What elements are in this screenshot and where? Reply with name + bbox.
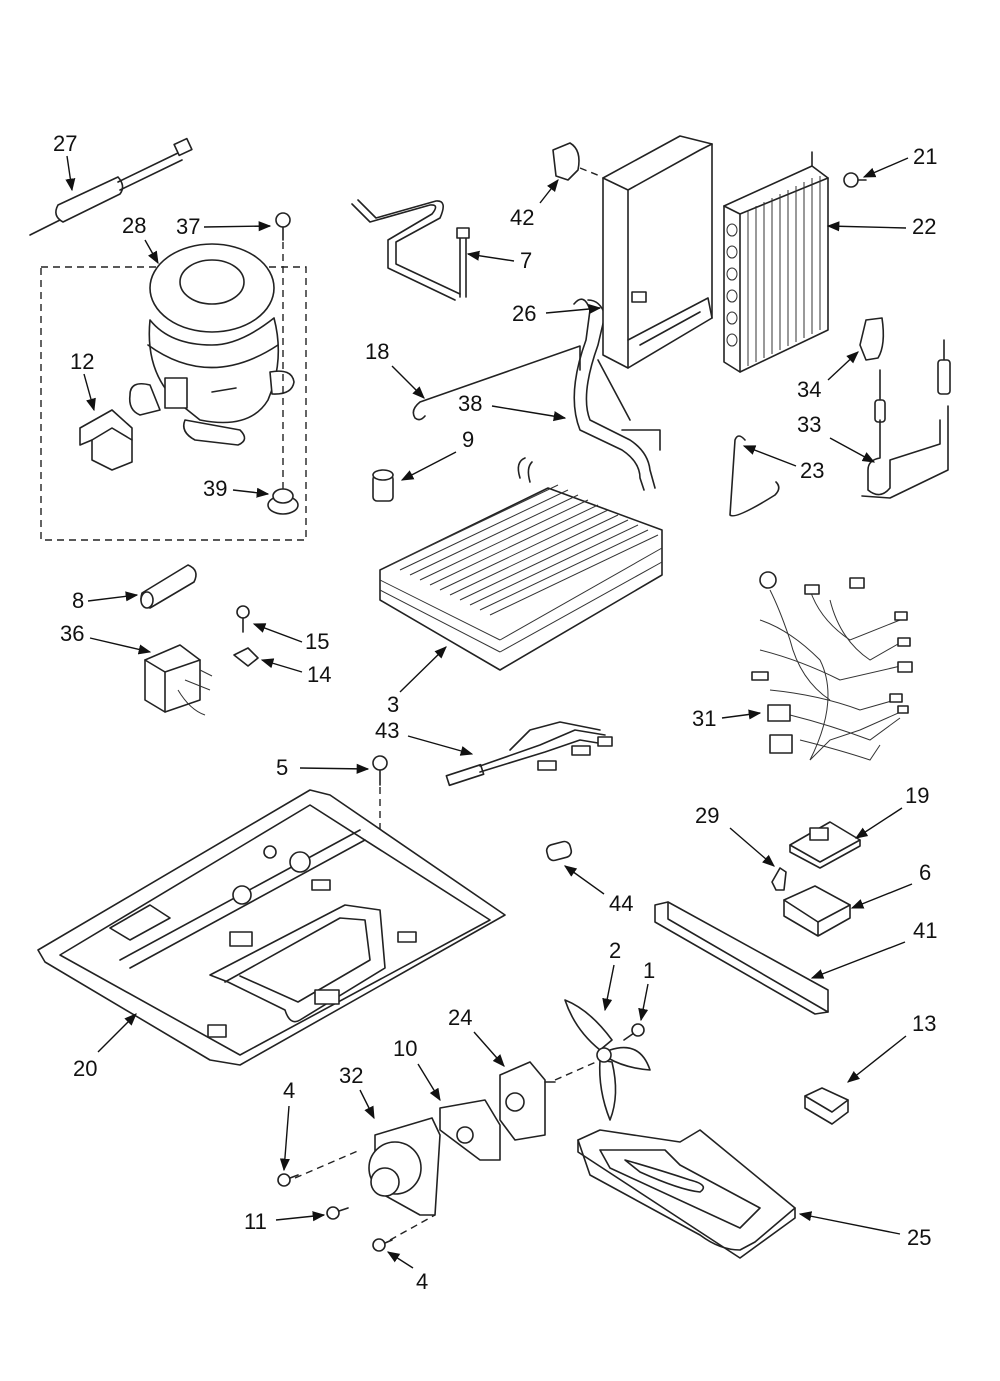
callout-12: 12 <box>70 349 94 374</box>
callout-32: 32 <box>339 1063 363 1088</box>
clip-42 <box>552 142 580 181</box>
box-cover-6 <box>783 885 851 937</box>
callout-9: 9 <box>462 427 474 452</box>
callout-37: 37 <box>176 214 200 239</box>
drain-pan-25 <box>577 1129 796 1259</box>
screw-15 <box>236 605 250 633</box>
callout-1: 1 <box>643 958 655 983</box>
bracket-10 <box>439 1099 501 1161</box>
callout-43: 43 <box>375 718 399 743</box>
callout-5: 5 <box>276 755 288 780</box>
callout-24: 24 <box>448 1005 472 1030</box>
callout-4-upper: 4 <box>283 1078 295 1103</box>
condenser-housing-26 <box>602 135 713 369</box>
callout-7: 7 <box>520 248 532 273</box>
callout-36: 36 <box>60 621 84 646</box>
screw-37 <box>275 212 291 241</box>
screw-5 <box>372 755 388 786</box>
wire-harness-31 <box>751 571 913 761</box>
grommet-part <box>267 488 299 515</box>
callout-3: 3 <box>387 692 399 717</box>
sensor-29 <box>771 867 787 891</box>
wire-hanger-18 <box>412 345 581 421</box>
tube-part <box>140 564 197 609</box>
callout-44: 44 <box>609 891 633 916</box>
base-pan-part <box>37 789 506 1066</box>
wire-harness-43 <box>445 721 613 787</box>
fan-blade-2 <box>564 999 651 1121</box>
pad-13 <box>804 1087 849 1125</box>
callout-19: 19 <box>905 783 929 808</box>
callout-2: 2 <box>609 938 621 963</box>
callout-18: 18 <box>365 339 389 364</box>
callout-42: 42 <box>510 205 534 230</box>
screw-4-upper <box>277 1173 299 1187</box>
callout-23: 23 <box>800 458 824 483</box>
callout-8: 8 <box>72 588 84 613</box>
compressor-assembly <box>40 243 307 541</box>
bracket-34 <box>859 317 885 361</box>
callout-38: 38 <box>458 391 482 416</box>
evaporator-coil-part <box>379 457 663 671</box>
callout-20: 20 <box>73 1056 97 1081</box>
screw-4-lower <box>372 1238 393 1252</box>
callout-15: 15 <box>305 629 329 654</box>
callout-26: 26 <box>512 301 536 326</box>
callout-28: 28 <box>122 213 146 238</box>
filter-drier-part <box>29 137 193 236</box>
callout-14: 14 <box>307 662 331 687</box>
fan-motor-24 <box>499 1061 556 1141</box>
callout-10: 10 <box>393 1036 417 1061</box>
callout-29: 29 <box>695 803 719 828</box>
fuse-44 <box>545 840 573 862</box>
condenser-coil-22 <box>723 151 829 373</box>
callout-34: 34 <box>797 377 821 402</box>
screw-21 <box>843 172 867 188</box>
callout-39: 39 <box>203 476 227 501</box>
callout-22: 22 <box>912 214 936 239</box>
callout-33: 33 <box>797 412 821 437</box>
wire-23 <box>729 435 780 517</box>
callout-4-lower: 4 <box>416 1269 428 1294</box>
callout-6: 6 <box>919 860 931 885</box>
callout-27: 27 <box>53 131 77 156</box>
relay-part <box>144 644 213 716</box>
callout-25: 25 <box>907 1225 931 1250</box>
screw-1 <box>623 1023 645 1041</box>
compressor-clip-part <box>79 409 133 471</box>
insulation-strip-41 <box>654 901 829 1015</box>
control-board-19 <box>789 821 861 869</box>
screw-11 <box>326 1206 349 1220</box>
callout-41: 41 <box>913 918 937 943</box>
callout-13: 13 <box>912 1011 936 1036</box>
callout-21: 21 <box>913 144 937 169</box>
callout-31: 31 <box>692 706 716 731</box>
tube-33 <box>861 339 951 499</box>
fan-shroud-32 <box>368 1117 441 1216</box>
callout-11: 11 <box>244 1209 267 1234</box>
condenser-tube-7 <box>351 199 470 301</box>
clip-14 <box>233 647 259 667</box>
capacitor-9 <box>372 469 394 502</box>
